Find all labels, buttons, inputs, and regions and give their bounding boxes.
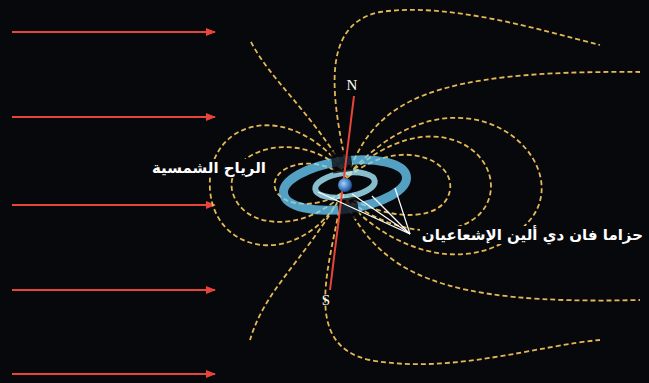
field-line — [342, 137, 491, 231]
field-line — [325, 195, 600, 364]
magnetic-axis — [330, 96, 354, 290]
belt-gap — [330, 149, 353, 174]
wind-arrow — [12, 31, 215, 33]
wind-arrow — [12, 116, 215, 118]
wind-arrow — [12, 373, 215, 375]
pole-label: S — [320, 292, 332, 309]
leader-lines — [318, 188, 410, 234]
field-lines — [210, 10, 640, 364]
field-line — [335, 10, 600, 175]
leader-line — [352, 194, 410, 234]
wind-arrow — [12, 204, 215, 206]
field-line — [210, 125, 348, 245]
field-line — [250, 195, 342, 340]
earth — [338, 178, 352, 192]
pole-label: N — [345, 77, 360, 94]
wind-arrow — [12, 289, 215, 291]
leader-line — [395, 188, 410, 234]
solar-wind-arrows — [12, 32, 215, 374]
leader-line — [318, 192, 410, 234]
solar-wind-label: الرياح الشمسية — [150, 159, 268, 177]
belt-label: حزاما فان دي ألين الإشعاعيان — [420, 226, 645, 244]
field-line — [342, 195, 640, 301]
